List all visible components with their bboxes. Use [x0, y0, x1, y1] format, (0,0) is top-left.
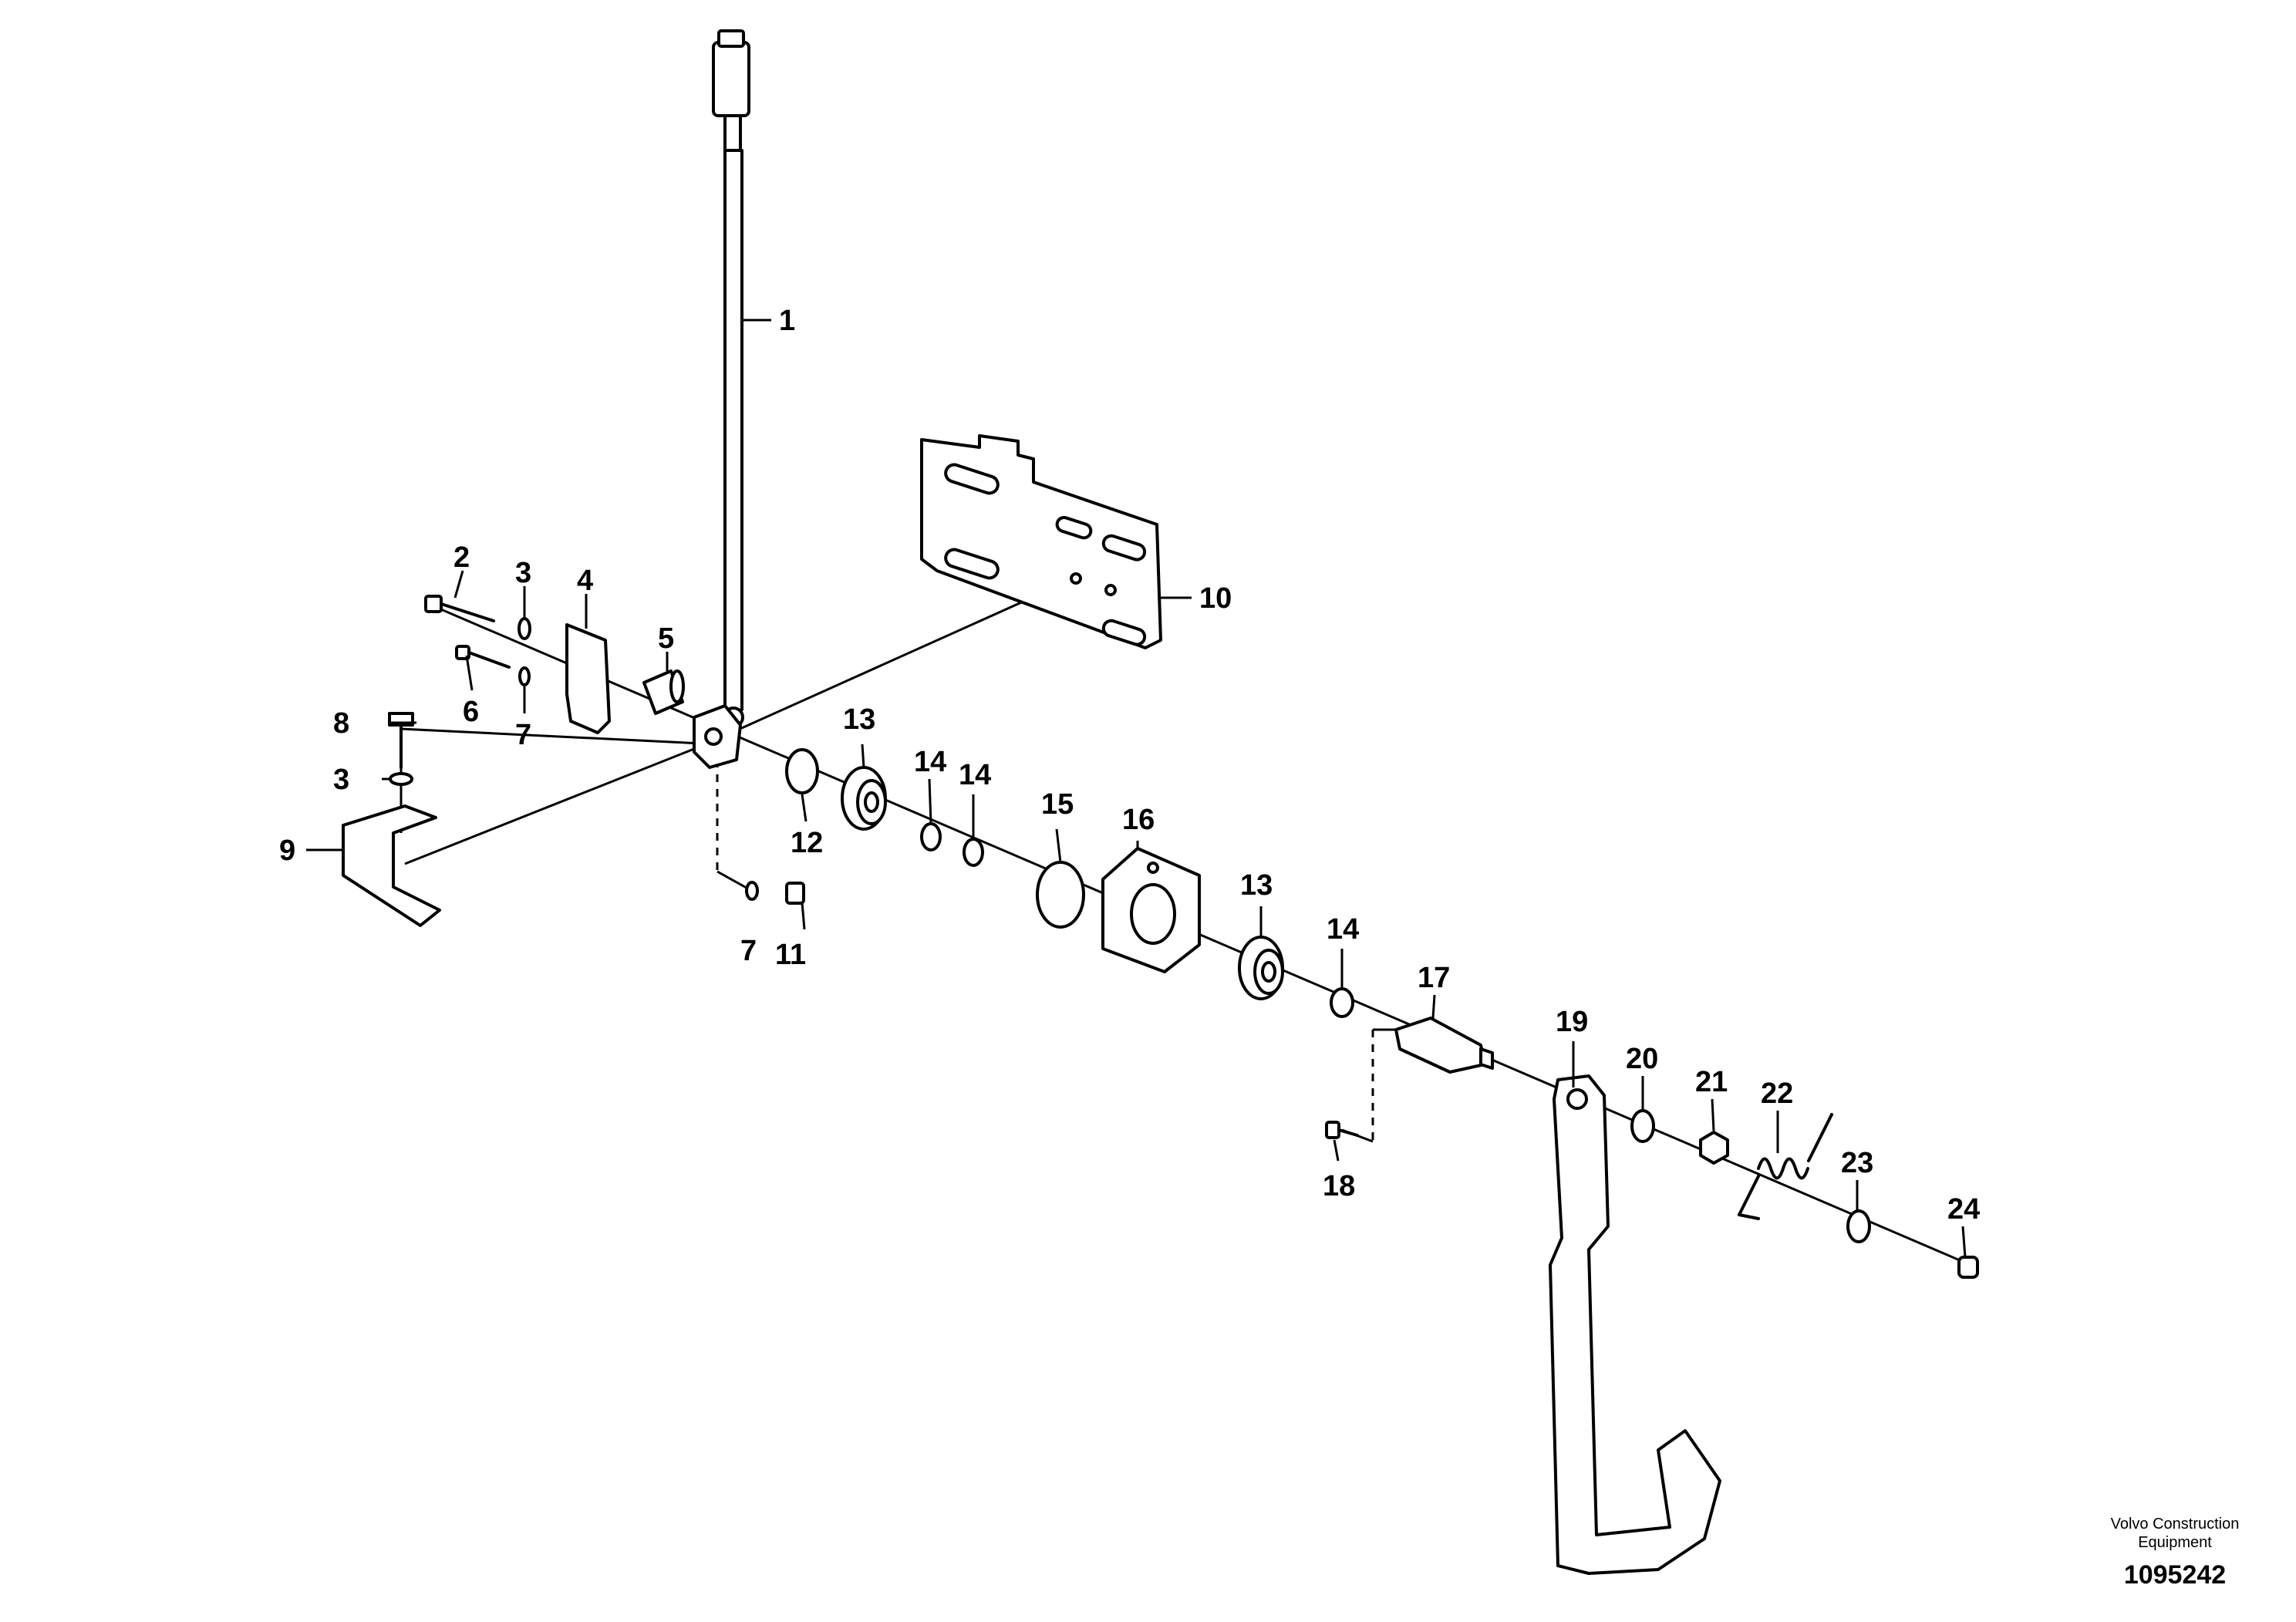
callout-13: 13: [843, 703, 875, 736]
brand-block: Volvo Construction Equipment 1095242: [2111, 1516, 2240, 1590]
part-21-nut: [1699, 1131, 1729, 1165]
callout-14-second: 14: [959, 759, 991, 791]
callout-11: 11: [775, 939, 806, 971]
callout-15: 15: [1041, 788, 1074, 821]
part-14-shim: [920, 822, 942, 851]
callout-labels: 1 2 3 3 4 5 6 7 7 8 9 10 11 12 13 13 14 …: [279, 305, 1980, 1226]
part-11-nut: [785, 882, 805, 905]
callout-1: 1: [779, 305, 795, 337]
callout-20: 20: [1626, 1043, 1658, 1075]
callout-14: 14: [914, 746, 946, 778]
part-14-shim-third: [1330, 987, 1354, 1018]
callout-22: 22: [1761, 1077, 1793, 1110]
part-3-washer-lower: [389, 772, 413, 786]
part-7-washer-lower: [745, 881, 759, 901]
callout-2: 2: [453, 541, 470, 574]
brand-line-1: Volvo Construction: [2111, 1516, 2240, 1533]
callout-13-second: 13: [1240, 869, 1273, 902]
callout-6: 6: [463, 696, 479, 728]
callout-14-third: 14: [1327, 913, 1359, 946]
leader-lines: [306, 319, 1967, 1258]
callout-3-lower: 3: [333, 764, 349, 796]
part-13-bearing-second: [1238, 936, 1284, 1000]
callout-5: 5: [658, 622, 674, 655]
part-7-washer: [518, 666, 531, 686]
part-23-washer: [1846, 1209, 1871, 1243]
callout-4: 4: [577, 565, 593, 597]
part-1-sensor-cable: [712, 29, 750, 728]
part-15-retaining-ring: [1036, 861, 1085, 929]
part-19-pedal-arm: [1549, 1074, 1721, 1575]
part-22-spring: [1738, 1113, 1833, 1220]
callout-24: 24: [1947, 1193, 1980, 1226]
callout-3: 3: [515, 557, 531, 589]
callout-16: 16: [1122, 804, 1155, 836]
part-10-mounting-plate: [920, 434, 1162, 649]
pedal-pivot-hole: [1566, 1088, 1588, 1110]
document-number: 1095242: [2124, 1560, 2226, 1590]
part-24-cap-screw: [1957, 1256, 1979, 1279]
part-12-circlip: [785, 748, 819, 794]
callout-12: 12: [791, 827, 823, 859]
part-18-pin: [1325, 1121, 1359, 1139]
callout-18: 18: [1323, 1170, 1355, 1202]
part-17-shaft: [1394, 1017, 1494, 1074]
callout-9: 9: [279, 835, 295, 867]
callout-7: 7: [515, 719, 531, 751]
part-16-bearing-housing: [1101, 847, 1201, 973]
part-9-cover-bracket: [342, 804, 441, 927]
part-3-washer: [518, 617, 531, 640]
part-13-bearing: [841, 766, 887, 831]
callout-21: 21: [1695, 1066, 1728, 1098]
part-6-screw: [455, 645, 511, 669]
rotation-sensor: [693, 704, 742, 769]
callout-7-lower: 7: [740, 935, 757, 967]
callout-8: 8: [333, 707, 349, 740]
callout-10: 10: [1199, 582, 1232, 615]
part-20-washer: [1630, 1109, 1655, 1143]
callout-23: 23: [1841, 1147, 1873, 1179]
part-2-bolt: [424, 595, 495, 622]
brand-line-2: Equipment: [2138, 1534, 2212, 1551]
part-14-shim-second: [963, 838, 984, 867]
callout-19: 19: [1556, 1006, 1588, 1038]
callout-17: 17: [1418, 962, 1450, 994]
part-5-spacer: [642, 669, 685, 715]
part-4-bracket: [565, 623, 611, 734]
